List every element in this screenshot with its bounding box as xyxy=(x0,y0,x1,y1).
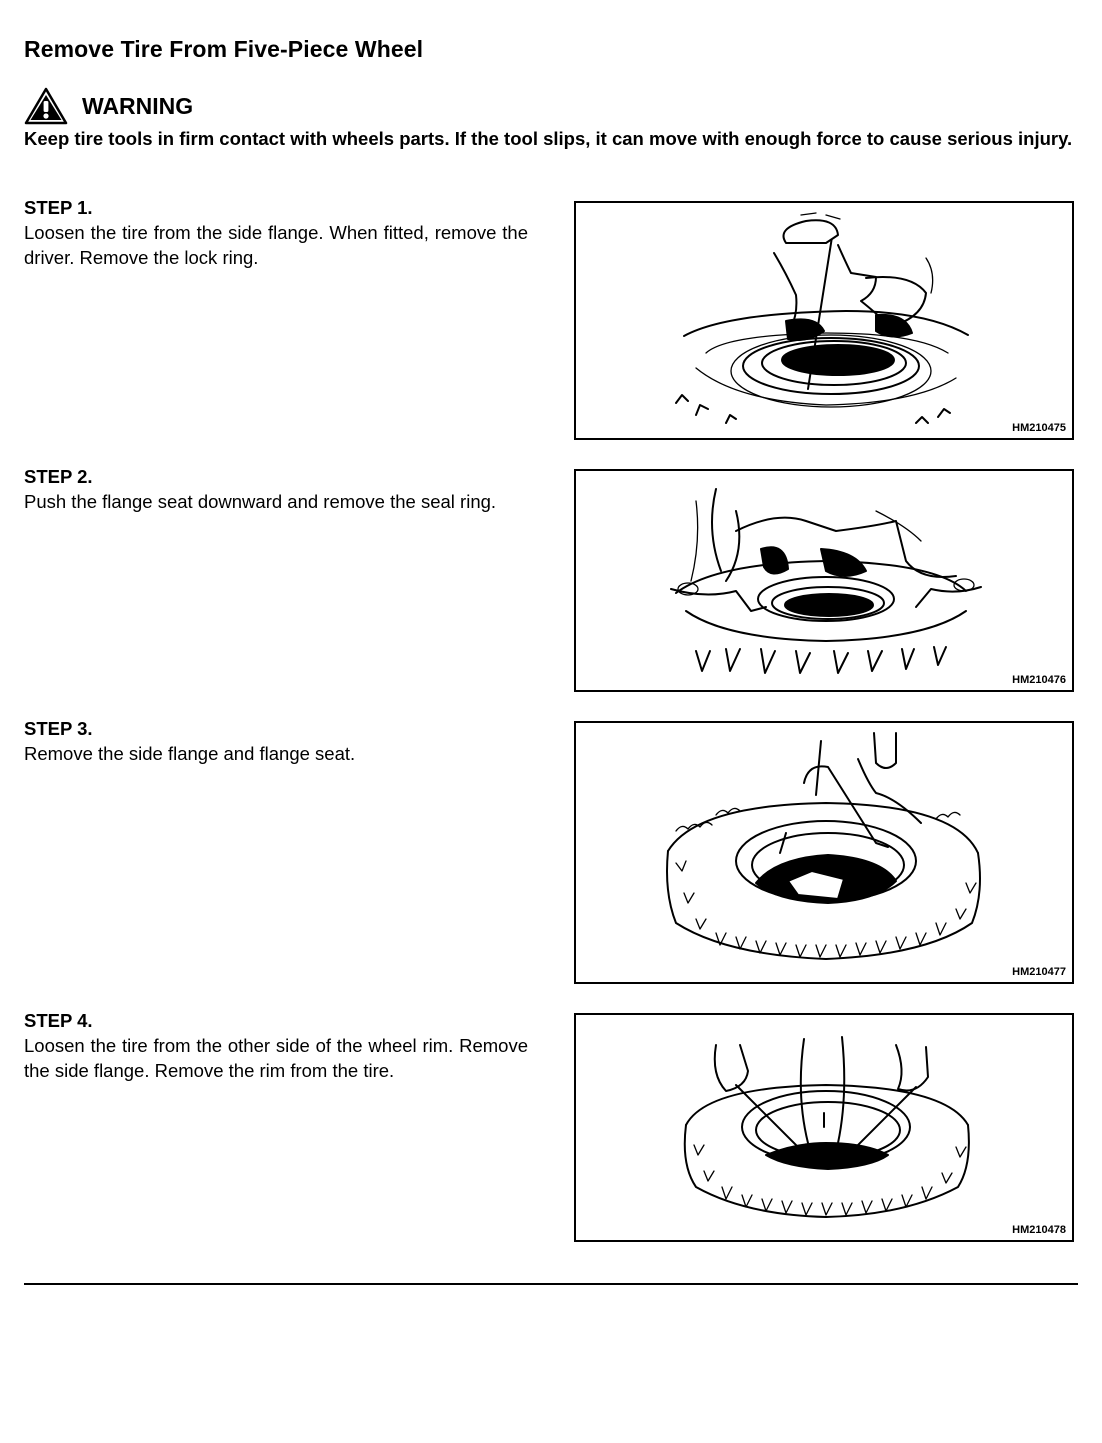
warning-text: Keep tire tools in firm contact with whe… xyxy=(24,128,1073,149)
step-text: Loosen the tire from the side flange. Wh… xyxy=(24,222,528,268)
figure-id: HM210478 xyxy=(1012,1224,1066,1236)
illustration-loosen-tire xyxy=(675,212,969,424)
figure-step-1: HM210475 xyxy=(574,201,1074,440)
warning-label: WARNING xyxy=(82,92,194,119)
step-text: Loosen the tire from the other side of t… xyxy=(24,1035,528,1081)
step-heading: STEP 4. xyxy=(24,1010,93,1031)
figure-id: HM210476 xyxy=(1012,674,1066,686)
step-heading: STEP 3. xyxy=(24,718,93,739)
step-3: STEP 3. Remove the side flange and flang… xyxy=(24,716,528,766)
figure-id: HM210477 xyxy=(1012,966,1066,978)
step-heading: STEP 2. xyxy=(24,466,93,487)
warning-header: WARNING xyxy=(24,86,193,126)
step-2: STEP 2. Push the flange seat downward an… xyxy=(24,464,528,514)
bottom-rule xyxy=(24,1283,1078,1285)
step-heading: STEP 1. xyxy=(24,197,93,218)
figure-step-2: HM210476 xyxy=(574,469,1074,692)
page-title: Remove Tire From Five-Piece Wheel xyxy=(24,36,424,62)
step-text: Push the flange seat downward and remove… xyxy=(24,491,497,512)
figure-id: HM210475 xyxy=(1012,422,1066,434)
figure-step-4: HM210478 xyxy=(574,1013,1074,1242)
illustration-remove-side-flange xyxy=(666,732,981,960)
figure-step-3: HM210477 xyxy=(574,721,1074,984)
illustration-remove-rim xyxy=(683,1036,970,1218)
warning-triangle-icon xyxy=(24,87,68,125)
illustration-push-flange-seat xyxy=(670,488,982,674)
step-4: STEP 4. Loosen the tire from the other s… xyxy=(24,1008,528,1083)
step-text: Remove the side flange and flange seat. xyxy=(24,743,356,764)
step-1: STEP 1. Loosen the tire from the side fl… xyxy=(24,195,528,270)
